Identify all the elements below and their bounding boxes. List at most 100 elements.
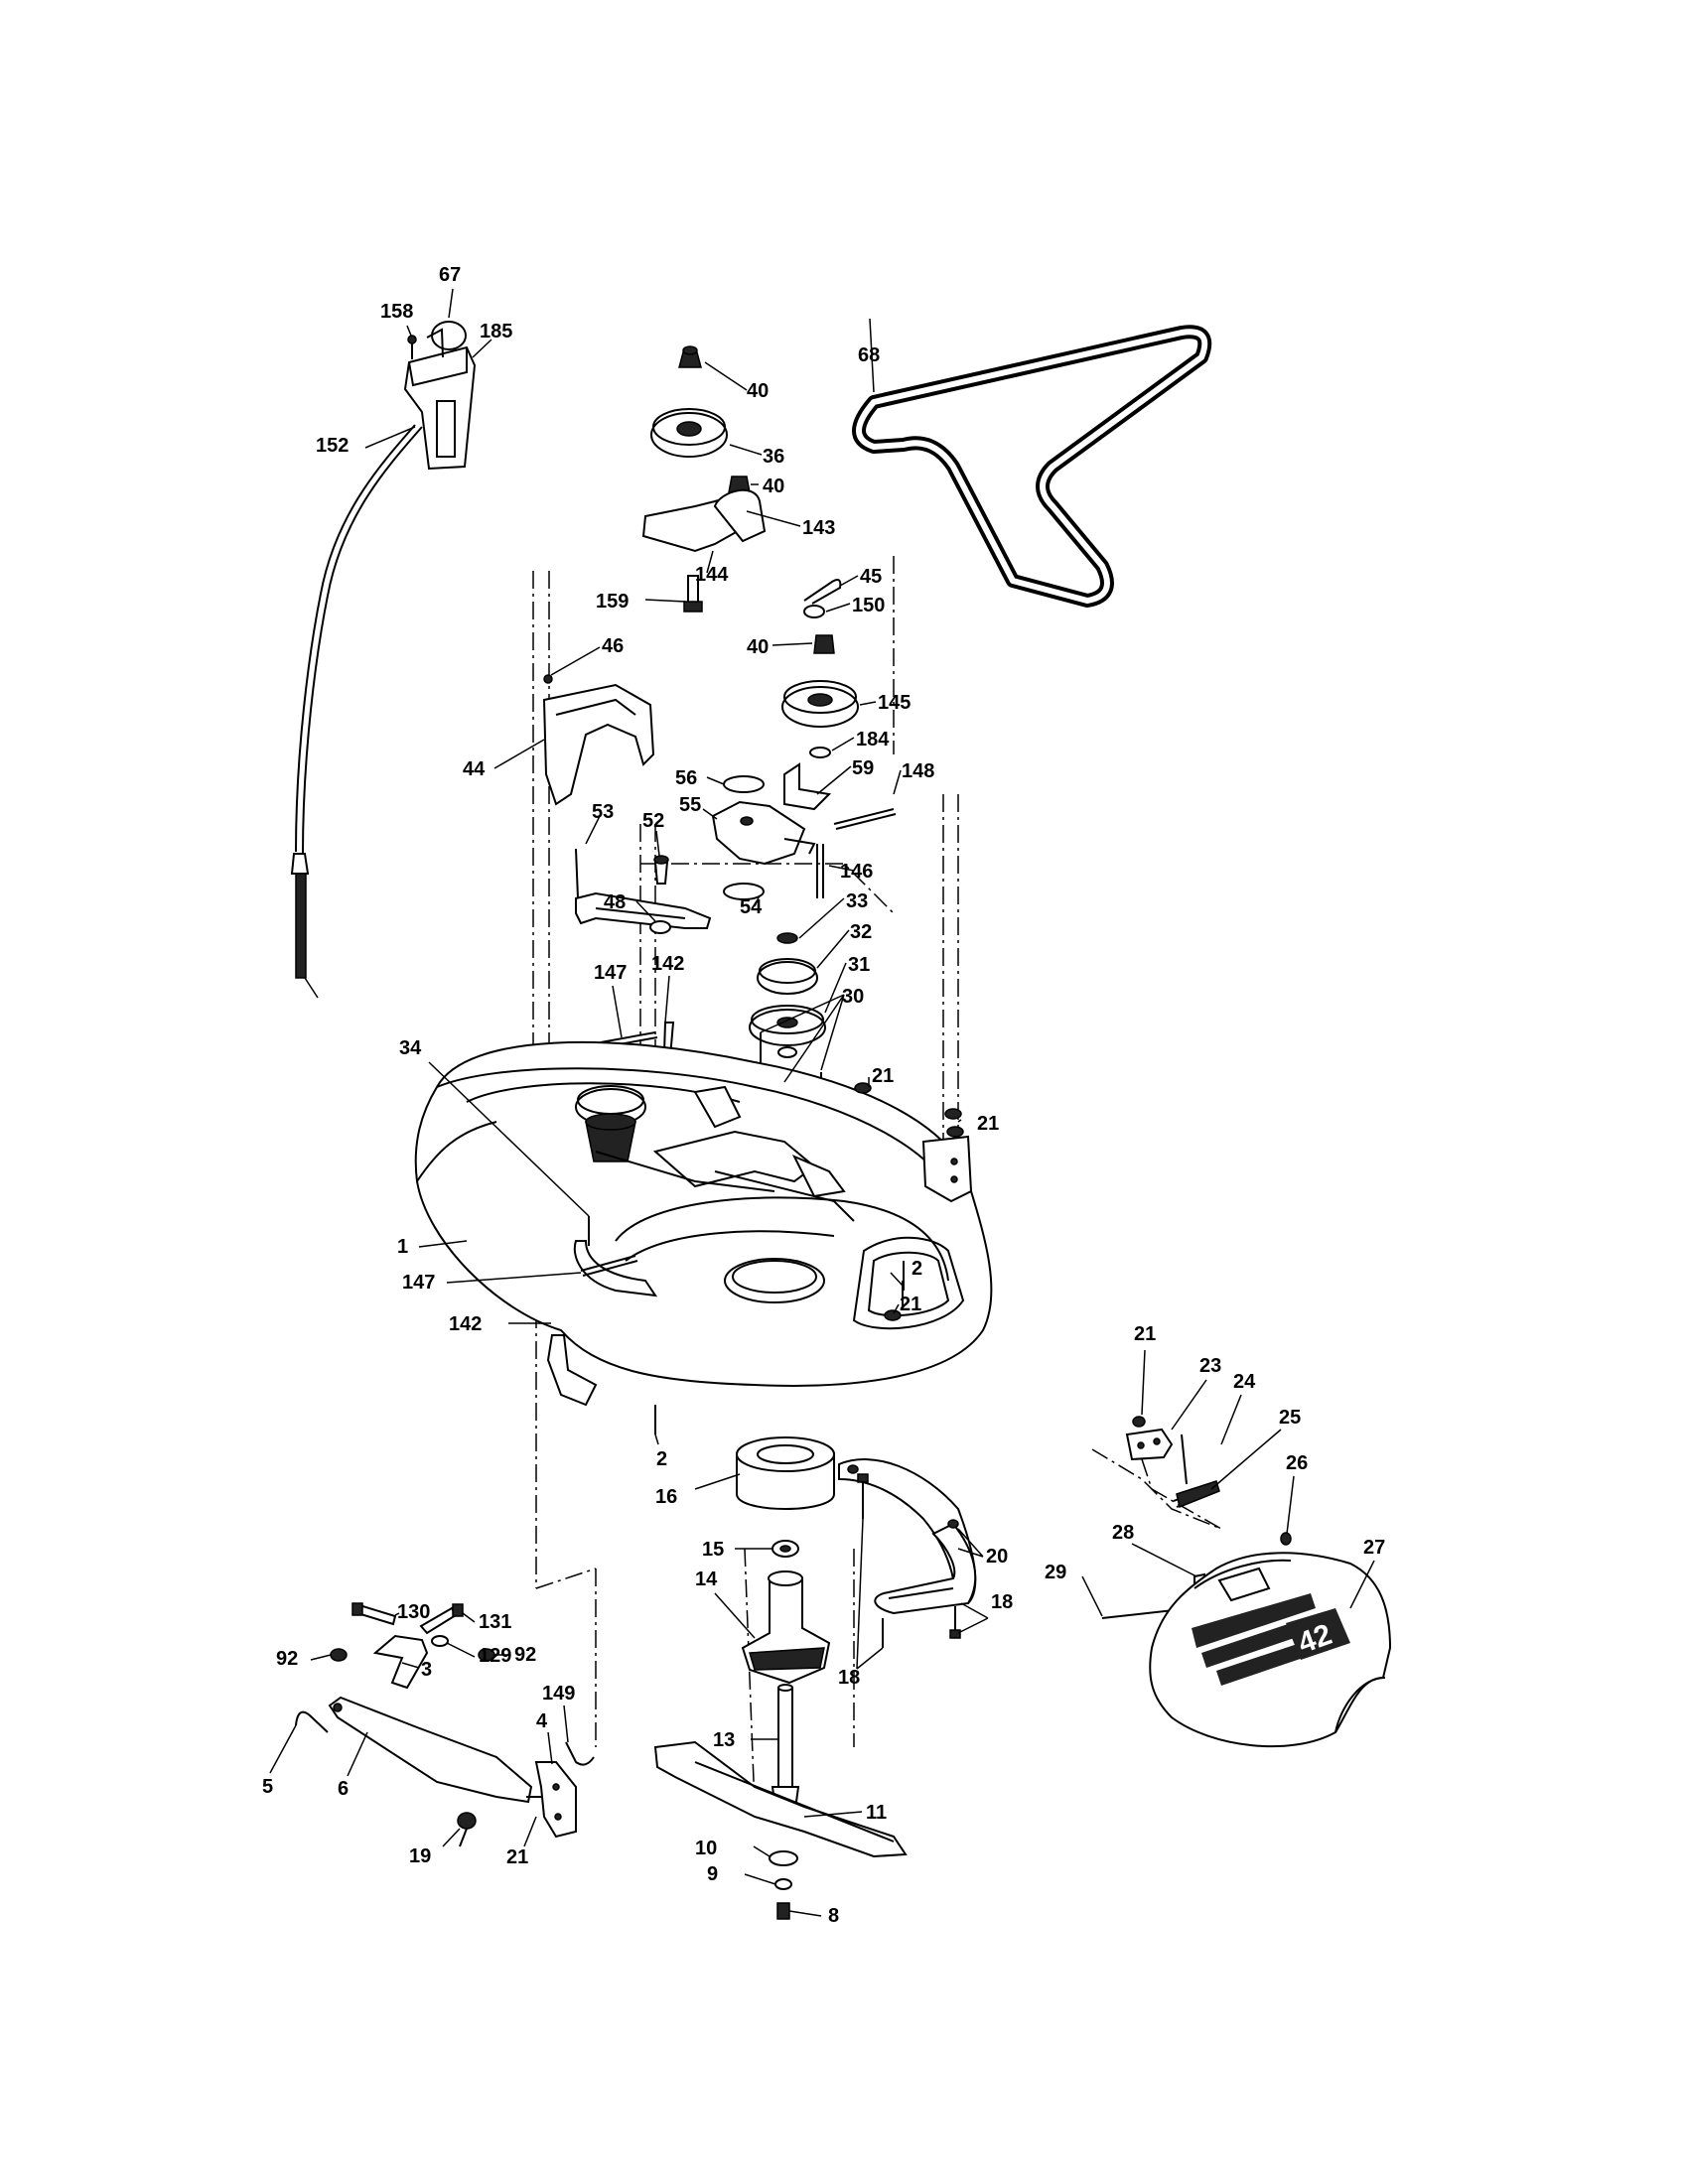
washer-54: [723, 883, 765, 900]
label-1: 1: [397, 1236, 408, 1258]
nut-26: [1280, 1532, 1292, 1546]
label-21-b: 21: [977, 1113, 999, 1135]
label-159: 159: [596, 591, 629, 613]
label-46: 46: [602, 635, 624, 657]
nut-33: [776, 932, 798, 944]
drive-belt-68: [852, 325, 1212, 608]
label-131: 131: [479, 1611, 511, 1633]
nut-21d: [884, 1309, 902, 1321]
label-184: 184: [856, 729, 890, 751]
label-59: 59: [852, 757, 874, 779]
label-4: 4: [536, 1710, 548, 1732]
chute-shield-27: [1149, 1552, 1392, 1748]
label-21-e: 21: [506, 1846, 528, 1868]
hairpin-45: [803, 579, 842, 605]
label-142-lower: 142: [449, 1313, 482, 1335]
bolt-52: [653, 861, 669, 885]
label-32: 32: [850, 921, 872, 943]
washer-150: [803, 605, 825, 618]
label-18-a: 18: [991, 1591, 1013, 1613]
nut-40-low: [813, 634, 835, 654]
label-55: 55: [679, 794, 701, 816]
front-arm-assembly: [838, 1458, 977, 1648]
label-36: 36: [763, 446, 784, 468]
discharge-chute-assembly: 42: [1101, 1416, 1392, 1748]
hairpin-5: [295, 1710, 329, 1733]
label-44: 44: [463, 758, 486, 780]
screw-46: [543, 674, 553, 684]
label-52: 52: [642, 810, 664, 832]
label-145: 145: [878, 692, 911, 714]
nut-92a: [330, 1648, 348, 1662]
part-number-labels: 67 158 185 152 40 36 40 143 144 159 45 1…: [262, 264, 1385, 1927]
label-40-top: 40: [747, 380, 769, 402]
label-33: 33: [846, 890, 868, 912]
label-6: 6: [338, 1778, 349, 1800]
label-25: 25: [1279, 1407, 1301, 1429]
label-147-upper: 147: [594, 962, 627, 984]
knob-67: [431, 321, 467, 350]
spring-147-lower: [580, 1255, 638, 1277]
label-31: 31: [848, 954, 870, 976]
label-10: 10: [695, 1838, 717, 1859]
label-24: 24: [1233, 1371, 1256, 1393]
label-13: 13: [713, 1729, 735, 1751]
label-21-c: 21: [900, 1294, 921, 1315]
pulley-32: [757, 961, 818, 995]
label-144: 144: [695, 564, 729, 586]
label-21-d: 21: [1134, 1323, 1156, 1345]
nut-21c: [946, 1126, 964, 1138]
bracket-23: [1125, 1428, 1174, 1461]
bracket-142-lower: [546, 1334, 598, 1407]
lift-linkage-assembly: [295, 1602, 595, 1847]
label-14: 14: [695, 1569, 718, 1590]
clutch-lever-assembly: [290, 321, 477, 999]
pin-24: [1181, 1433, 1188, 1485]
leader-lines: [269, 288, 1375, 1917]
bracket-59: [783, 762, 832, 811]
spindle-assembly: [736, 1436, 835, 1818]
idler-bracket-group: [711, 762, 897, 900]
bracket-53: [575, 891, 712, 929]
label-48: 48: [604, 891, 626, 913]
label-53: 53: [592, 801, 614, 823]
nut-21b: [944, 1108, 962, 1120]
label-29: 29: [1045, 1562, 1066, 1583]
bolt-8: [776, 1902, 790, 1920]
label-142-upper: 142: [651, 953, 684, 975]
label-54: 54: [740, 896, 763, 918]
label-149: 149: [542, 1683, 575, 1705]
bracket-4: [534, 1761, 577, 1839]
label-152: 152: [316, 435, 349, 457]
label-158: 158: [380, 301, 413, 323]
label-40-low: 40: [747, 636, 769, 658]
nut-21-right: [1132, 1416, 1146, 1428]
idler-pulley-assembly: [641, 345, 859, 758]
washer-9: [774, 1878, 792, 1890]
label-3: 3: [421, 1659, 432, 1681]
deck-plate-right: [921, 1135, 973, 1203]
label-28: 28: [1112, 1522, 1134, 1544]
spring-148: [833, 808, 897, 830]
lift-arm-6: [328, 1696, 533, 1804]
label-150: 150: [852, 595, 885, 616]
label-130: 130: [397, 1601, 430, 1623]
label-8: 8: [828, 1905, 839, 1927]
label-2-lower: 2: [656, 1448, 667, 1470]
label-129: 129: [479, 1645, 511, 1667]
label-185: 185: [480, 321, 512, 342]
label-11: 11: [866, 1802, 887, 1824]
bolt-19: [457, 1812, 477, 1830]
label-56: 56: [675, 767, 697, 789]
washer-129: [431, 1635, 449, 1647]
label-23: 23: [1199, 1355, 1221, 1377]
brake-bracket-group: [575, 848, 712, 934]
label-5: 5: [262, 1776, 273, 1798]
label-68: 68: [858, 344, 880, 366]
washer-184: [809, 747, 831, 758]
label-143: 143: [802, 517, 835, 539]
blade-assembly: [653, 1740, 908, 1920]
spring-146: [816, 844, 824, 898]
label-92-right: 92: [514, 1644, 536, 1666]
